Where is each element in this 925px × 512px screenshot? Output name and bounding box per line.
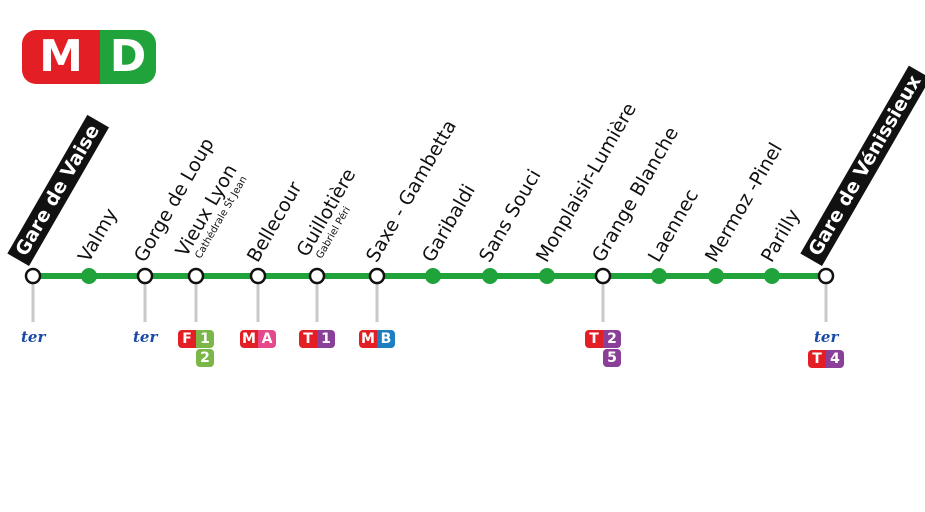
station-marker-correspondence bbox=[187, 267, 205, 285]
station-marker-correspondence bbox=[24, 267, 42, 285]
mode-letter: M bbox=[359, 330, 377, 348]
line-number: 4 bbox=[826, 350, 844, 368]
mode-letter: T bbox=[585, 330, 603, 348]
station-marker bbox=[482, 268, 498, 284]
station-marker-correspondence bbox=[136, 267, 154, 285]
line-number: 1 bbox=[196, 330, 214, 348]
metro-logo-m: M bbox=[22, 30, 100, 84]
ter-icon: ter bbox=[21, 328, 46, 346]
ter-icon: ter bbox=[133, 328, 158, 346]
mode-letter: F bbox=[178, 330, 196, 348]
line-number: 1 bbox=[317, 330, 335, 348]
line-number: 5 bbox=[603, 349, 621, 367]
station-marker bbox=[425, 268, 441, 284]
line-number: 2 bbox=[603, 330, 621, 348]
station-marker-correspondence bbox=[308, 267, 326, 285]
line-number: B bbox=[377, 330, 395, 348]
line-number-stacked: 5 bbox=[603, 349, 621, 367]
station-marker-correspondence bbox=[368, 267, 386, 285]
line-d-logo: D bbox=[100, 30, 156, 84]
mode-letter: M bbox=[240, 330, 258, 348]
station-marker bbox=[651, 268, 667, 284]
station-marker bbox=[708, 268, 724, 284]
station-marker bbox=[81, 268, 97, 284]
line-number: 2 bbox=[196, 349, 214, 367]
station-marker bbox=[764, 268, 780, 284]
station-marker-correspondence bbox=[249, 267, 267, 285]
mode-letter: T bbox=[299, 330, 317, 348]
line-number: A bbox=[258, 330, 276, 348]
station-marker-correspondence bbox=[817, 267, 835, 285]
ter-icon: ter bbox=[814, 328, 839, 346]
mode-letter: T bbox=[808, 350, 826, 368]
line-number-stacked: 2 bbox=[196, 349, 214, 367]
station-marker bbox=[539, 268, 555, 284]
station-marker-correspondence bbox=[594, 267, 612, 285]
